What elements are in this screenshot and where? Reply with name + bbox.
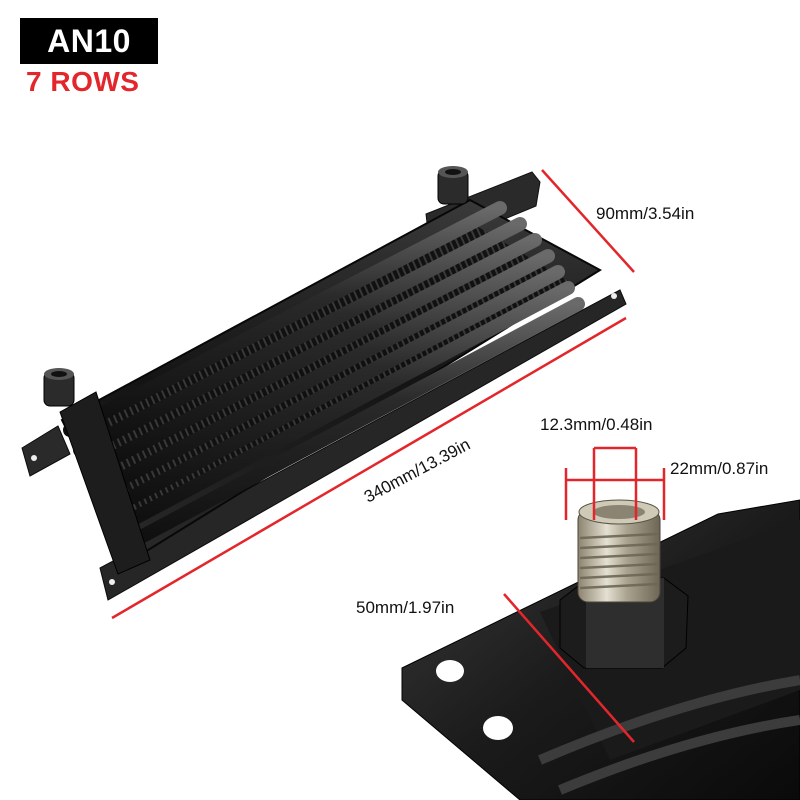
rows-label: 7 ROWS xyxy=(26,66,140,97)
thread-dimension-marks xyxy=(564,446,666,520)
width-dimension-label: 50mm/1.97in xyxy=(356,598,454,617)
closeup-bracket-hole xyxy=(436,660,464,682)
bracket-hole xyxy=(31,455,37,461)
bottom-mounting-bracket xyxy=(99,289,627,601)
oil-cooler xyxy=(21,166,627,601)
thread-outer-label: 22mm/0.87in xyxy=(670,459,768,478)
cooler-end-tank xyxy=(59,391,151,575)
cooler-fitting-top xyxy=(437,166,469,205)
bracket-hole xyxy=(109,579,115,585)
closeup-bracket-hole xyxy=(483,716,513,740)
bracket-hole xyxy=(611,293,617,299)
left-mounting-bracket xyxy=(21,425,71,477)
model-badge: AN10 xyxy=(20,18,158,64)
cooler-tubes xyxy=(63,201,585,553)
length-dimension-line xyxy=(111,316,627,620)
cooler-fitting-bottom xyxy=(43,368,75,407)
height-dimension-label: 90mm/3.54in xyxy=(596,204,694,223)
model-label: AN10 xyxy=(47,22,131,59)
width-dimension-line xyxy=(503,593,635,743)
thread-inner-label: 12.3mm/0.48in xyxy=(540,415,652,434)
fitting-closeup xyxy=(401,499,800,800)
height-dimension-line xyxy=(541,169,635,273)
